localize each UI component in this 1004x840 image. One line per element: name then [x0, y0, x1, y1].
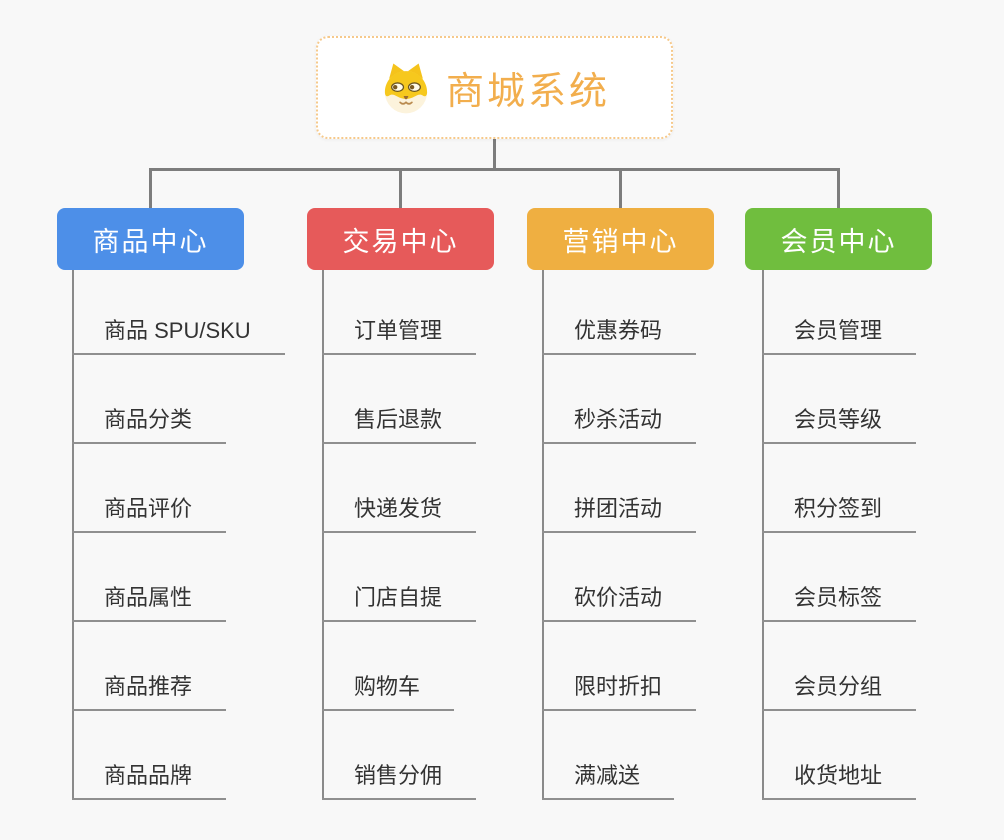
- leaf-node[interactable]: 商品推荐: [72, 673, 227, 711]
- leaf-node[interactable]: 会员管理: [762, 317, 917, 355]
- leaf-node[interactable]: 购物车: [322, 673, 455, 711]
- leaf-node[interactable]: 优惠券码: [542, 317, 697, 355]
- connector-line: [619, 168, 622, 210]
- leaf-node[interactable]: 售后退款: [322, 406, 477, 444]
- branch-marketing-center[interactable]: 营销中心: [527, 208, 714, 270]
- connector-line: [762, 270, 764, 800]
- leaf-node[interactable]: 销售分佣: [322, 762, 477, 800]
- root-node[interactable]: 商城系统: [316, 36, 673, 139]
- root-title: 商城系统: [445, 71, 610, 113]
- leaf-node[interactable]: 快递发货: [322, 495, 477, 533]
- leaf-node[interactable]: 会员标签: [762, 584, 917, 622]
- leaf-node[interactable]: 秒杀活动: [542, 406, 697, 444]
- leaf-node[interactable]: 积分签到: [762, 495, 917, 533]
- branch-product-center[interactable]: 商品中心: [57, 208, 244, 270]
- connector-line: [149, 168, 839, 171]
- leaf-node[interactable]: 满减送: [542, 762, 675, 800]
- leaf-node[interactable]: 会员等级: [762, 406, 917, 444]
- connector-line: [72, 270, 74, 800]
- leaf-node[interactable]: 门店自提: [322, 584, 477, 622]
- leaf-node[interactable]: 商品分类: [72, 406, 227, 444]
- leaf-node[interactable]: 限时折扣: [542, 673, 697, 711]
- connector-line: [542, 270, 544, 800]
- leaf-node[interactable]: 订单管理: [322, 317, 477, 355]
- leaf-node[interactable]: 砍价活动: [542, 584, 697, 622]
- connector-line: [493, 139, 496, 170]
- connector-line: [322, 270, 324, 800]
- connector-line: [837, 168, 840, 210]
- leaf-node[interactable]: 商品属性: [72, 584, 227, 622]
- leaf-node[interactable]: 拼团活动: [542, 495, 697, 533]
- branch-trade-center[interactable]: 交易中心: [307, 208, 494, 270]
- leaf-node[interactable]: 收货地址: [762, 762, 917, 800]
- leaf-node[interactable]: 会员分组: [762, 673, 917, 711]
- connector-line: [149, 168, 152, 210]
- leaf-node[interactable]: 商品品牌: [72, 762, 227, 800]
- branch-member-center[interactable]: 会员中心: [745, 208, 932, 270]
- connector-line: [399, 168, 402, 210]
- dog-face-icon: [379, 60, 433, 116]
- leaf-node[interactable]: 商品 SPU/SKU: [72, 317, 285, 355]
- leaf-node[interactable]: 商品评价: [72, 495, 227, 533]
